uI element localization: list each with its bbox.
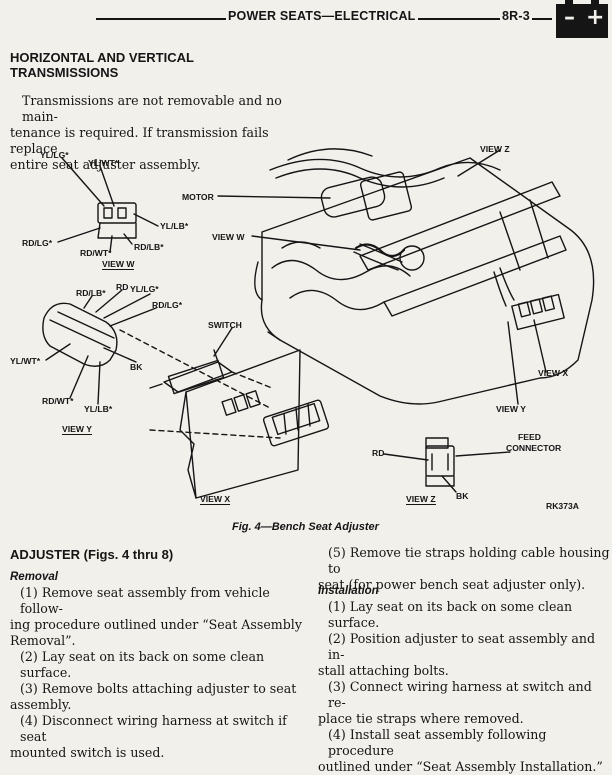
paragraph-line: entire seat adjuster assembly.: [10, 157, 201, 172]
header-rule-middle: [388, 18, 500, 20]
battery-minus: –: [564, 5, 575, 30]
label-z-bk: BK: [456, 491, 469, 501]
installation-line: (1) Lay seat on its back on some clean s…: [328, 599, 573, 630]
bench-seat-adjuster-figure: [42, 148, 595, 499]
feed-connector: [425, 445, 455, 477]
label-yl-wt: YL/WT*: [88, 158, 119, 168]
installation-line: place tie straps where removed.: [318, 711, 524, 726]
removal-line: (3) Remove bolts attaching adjuster to s…: [20, 681, 297, 696]
label-switch: SWITCH: [208, 320, 242, 330]
label-view-z: VIEW Z: [406, 494, 436, 505]
removal-heading: Removal: [10, 571, 58, 583]
label-view-y: VIEW Y: [62, 424, 92, 435]
removal-step5-line: (5) Remove tie straps holding cable hous…: [328, 545, 610, 576]
label-view-z-top: VIEW Z: [480, 144, 510, 154]
label-y-rd-wt: RD/WT*: [42, 396, 74, 406]
label-view-y-arrow: VIEW Y: [496, 404, 526, 414]
label-rd-lb: RD/LB*: [134, 242, 164, 252]
label-feed: FEED: [518, 432, 541, 442]
label-view-x: VIEW X: [200, 494, 231, 505]
removal-steps: (1) Remove seat assembly from vehicle fo…: [10, 585, 306, 761]
removal-line: (1) Remove seat assembly from vehicle fo…: [20, 585, 270, 616]
removal-line: (2) Lay seat on its back on some clean s…: [20, 649, 265, 680]
label-y-bk: BK: [130, 362, 143, 372]
figure-ref-code: RK373A: [546, 501, 579, 511]
header-rule-left: [96, 18, 228, 20]
removal-line: (4) Disconnect wiring harness at switch …: [20, 713, 287, 744]
paragraph-line: tenance is required. If transmission fai…: [10, 125, 269, 156]
removal-line: mounted switch is used.: [10, 745, 165, 760]
label-yl-lb: YL/LB*: [160, 221, 189, 231]
trim-panel: [185, 349, 301, 499]
label-y-yl-lg: YL/LG*: [130, 284, 159, 294]
label-yl-lg: YL/LG*: [40, 150, 69, 160]
installation-line: (2) Position adjuster to seat assembly a…: [328, 631, 596, 662]
battery-plus: +: [586, 5, 605, 30]
figure-caption: Fig. 4—Bench Seat Adjuster: [232, 521, 379, 533]
label-motor: MOTOR: [182, 192, 214, 202]
installation-line: (3) Connect wiring harness at switch and…: [328, 679, 592, 710]
paragraph-line: Transmissions are not removable and no m…: [22, 93, 282, 124]
installation-line: outlined under “Seat Assembly Installati…: [318, 759, 603, 774]
installation-heading: Installation: [318, 585, 379, 597]
label-rd-lg: RD/LG*: [22, 238, 53, 248]
label-y-yl-lb: YL/LB*: [84, 404, 113, 414]
installation-line: (4) Install seat assembly following proc…: [328, 727, 547, 758]
switch-bezel: [262, 399, 330, 447]
label-view-x-arrow: VIEW X: [538, 368, 569, 378]
header-title: POWER SEATS—ELECTRICAL: [226, 9, 418, 23]
label-y-rd-lg: RD/LG*: [152, 300, 183, 310]
header-rule-right: [530, 18, 552, 20]
removal-line: assembly.: [10, 697, 72, 712]
label-y-rd-lb: RD/LB*: [76, 288, 106, 298]
label-rd-wt: RD/WT*: [80, 248, 112, 258]
removal-step5-line: seat (for power bench seat adjuster only…: [318, 577, 586, 592]
adjuster-rail: [359, 181, 561, 271]
installation-steps: (1) Lay seat on its back on some clean s…: [318, 599, 610, 775]
removal-step5: (5) Remove tie straps holding cable hous…: [318, 545, 610, 593]
removal-line: Removal”.: [10, 633, 76, 648]
label-view-w-arrow: VIEW W: [212, 232, 245, 242]
motor: [320, 176, 386, 218]
section-heading-line2: TRANSMISSIONS: [10, 65, 119, 80]
section-heading-line1: HORIZONTAL AND VERTICAL: [10, 50, 194, 65]
seat-cushion: [260, 157, 595, 405]
section-paragraph: Transmissions are not removable and no m…: [10, 93, 312, 173]
removal-line: ing procedure outlined under “Seat Assem…: [10, 617, 302, 632]
page-number: 8R-3: [500, 9, 532, 23]
section-heading: HORIZONTAL AND VERTICAL TRANSMISSIONS: [10, 50, 194, 80]
installation-line: stall attaching bolts.: [318, 663, 449, 678]
battery-icon: – +: [556, 0, 608, 38]
label-z-rd: RD: [372, 448, 385, 458]
adjuster-heading: ADJUSTER (Figs. 4 thru 8): [10, 547, 174, 562]
label-y-rd: RD: [116, 282, 129, 292]
label-y-yl-wt: YL/WT*: [10, 356, 41, 366]
label-connector: CONNECTOR: [506, 443, 562, 453]
label-view-w: VIEW W: [102, 259, 135, 270]
